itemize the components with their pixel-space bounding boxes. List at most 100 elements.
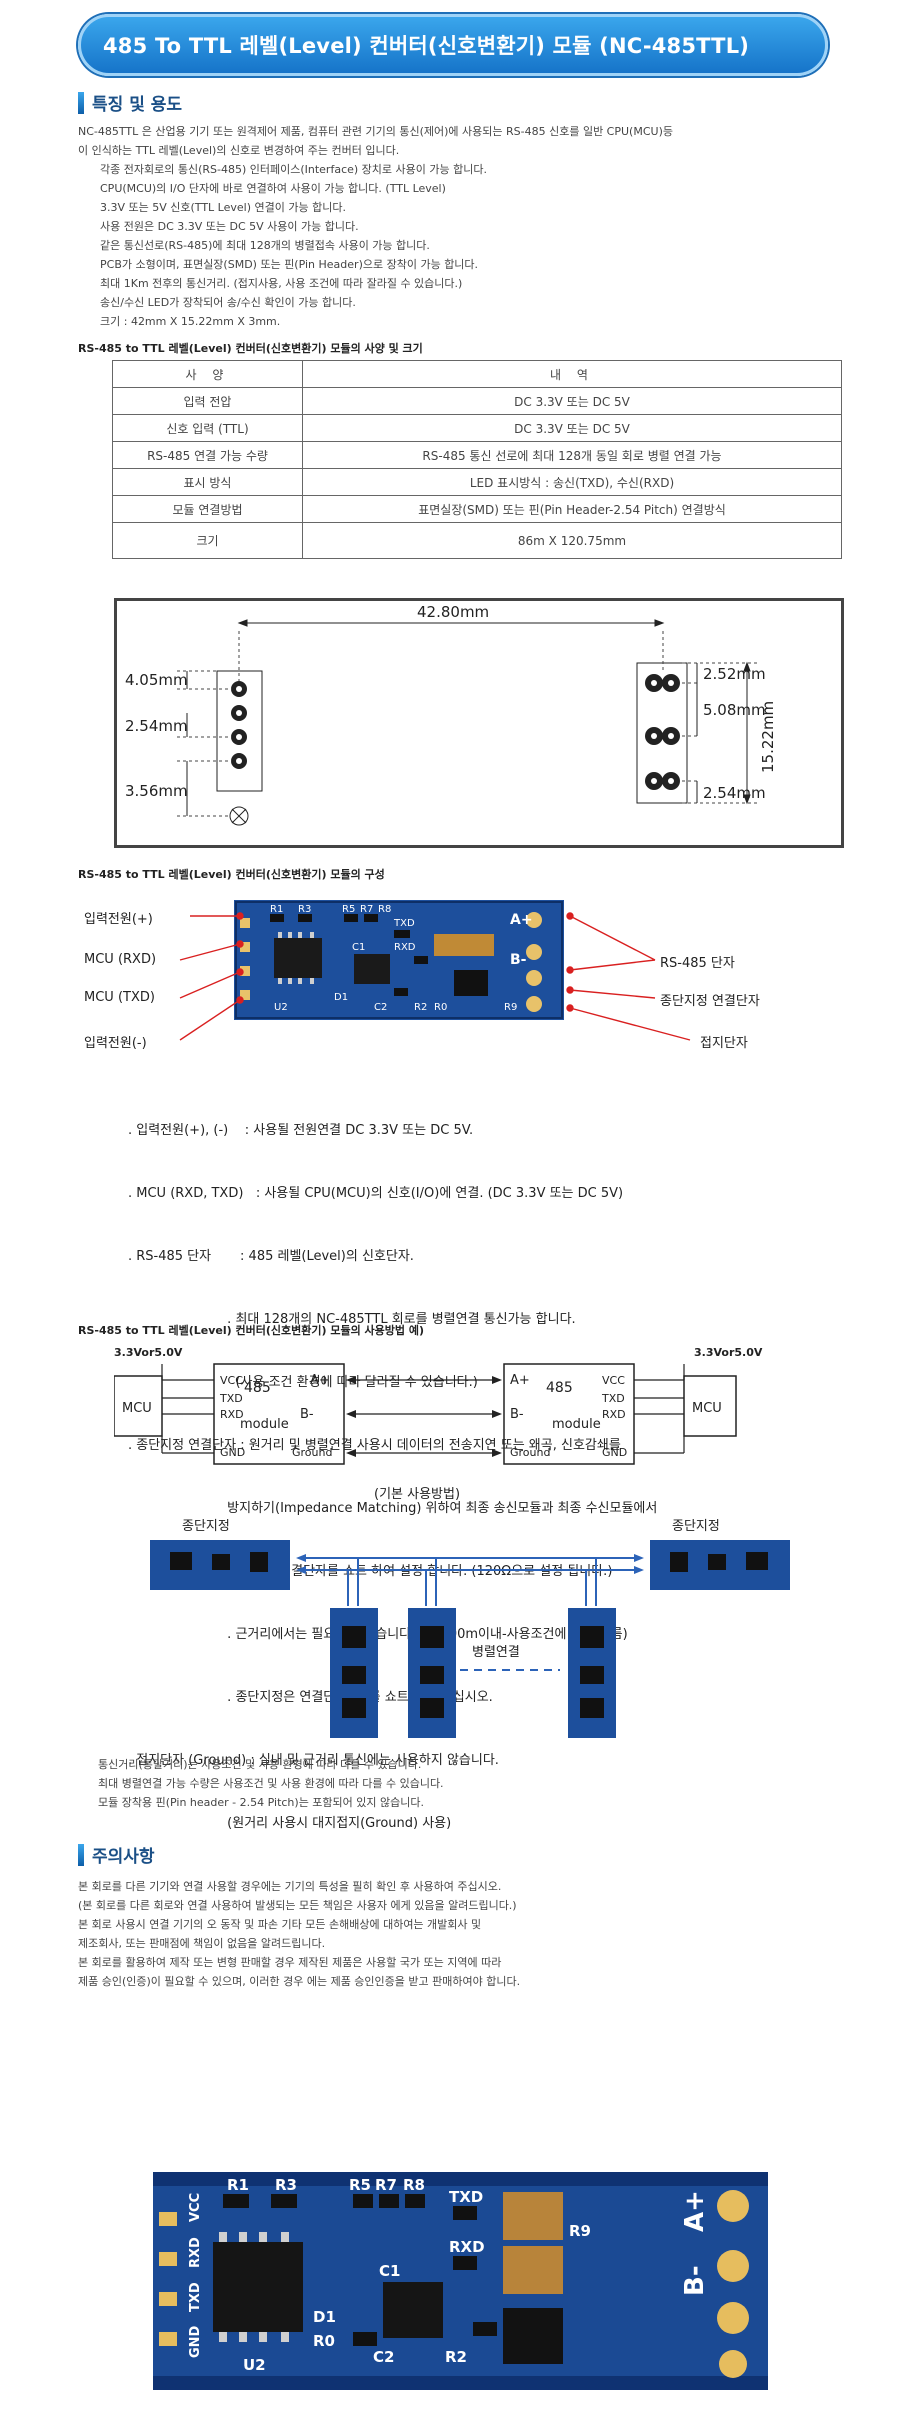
warning-line: 제조회사, 또는 판매점에 책임이 없음을 알려드립니다. [78, 1937, 326, 1950]
capacitor-large [503, 2192, 563, 2240]
page-title: 485 To TTL 레벨(Level) 컨버터(신호변환기) 모듈 (NC-4… [103, 34, 750, 58]
svg-text:A+: A+ [510, 912, 533, 928]
table-cell: LED 표시방식 : 송신(TXD), 수신(RXD) [302, 468, 842, 496]
svg-text:GND: GND [188, 2325, 203, 2358]
svg-text:GND: GND [602, 1446, 627, 1459]
table-cell: DC 3.3V 또는 DC 5V [302, 414, 842, 442]
note-line: . MCU (RXD, TXD) : 사용될 CPU(MCU)의 신호(I/O)… [128, 1186, 624, 1201]
svg-text:R5: R5 [342, 904, 355, 915]
svg-text:R8: R8 [403, 2176, 425, 2194]
usage-caption: RS-485 to TTL 레벨(Level) 컨버터(신호변환기) 모듈의 사… [78, 1324, 424, 1337]
svg-text:B-: B- [510, 952, 527, 968]
left-connector-outline [216, 670, 263, 792]
section-bar-icon [78, 1843, 84, 1866]
note-line: . 접지단자 (Ground) : 실내 및 근거리 통신에는 사용하지 않습니… [128, 1753, 499, 1768]
features-line: 크기 : 42mm X 15.22mm X 3mm. [100, 315, 281, 328]
usage-note: 최대 병렬연결 가능 수량은 사용조건 및 사용 환경에 따라 다를 수 있습니… [98, 1777, 444, 1790]
svg-text:R8: R8 [378, 904, 391, 915]
svg-text:R0: R0 [313, 2332, 335, 2350]
svg-text:C1: C1 [352, 942, 365, 953]
capacitor [464, 934, 494, 956]
spec-caption: RS-485 to TTL 레벨(Level) 컨버터(신호변환기) 모듈의 사… [78, 342, 423, 355]
features-line: 사용 전원은 DC 3.3V 또는 DC 5V 사용이 가능 합니다. [100, 220, 359, 233]
callout-power-plus: 입력전원(+) [84, 912, 153, 927]
mcu-box-left [113, 1375, 163, 1437]
note-line: . 최대 128개의 NC-485TTL 회로를 병렬연결 통신가능 합니다. [128, 1312, 576, 1327]
svg-text:R7: R7 [360, 904, 373, 915]
table-row: 입력 전압 DC 3.3V 또는 DC 5V [112, 387, 842, 415]
svg-text:GND: GND [220, 1446, 245, 1459]
warning-line: 본 회로를 활용하여 제작 또는 변형 판매할 경우 제작된 제품은 사용할 국… [78, 1956, 502, 1969]
svg-text:R2: R2 [414, 1002, 427, 1013]
table-header-row: 사 양 내 역 [112, 360, 842, 388]
svg-text:VCC: VCC [602, 1374, 625, 1387]
parallel-diagram: 종단지정 종단지정 병렬연결 [150, 1519, 790, 1738]
svg-text:TXD: TXD [188, 2282, 203, 2312]
dim-right-top-label: 2.52mm [703, 665, 766, 683]
mcu-box-right [683, 1375, 737, 1437]
svg-text:R0: R0 [434, 1002, 447, 1013]
dim-right-bottom-label: 2.54mm [703, 784, 766, 802]
dim-left-top-label: 4.05mm [125, 671, 188, 689]
svg-text:R2: R2 [445, 2348, 467, 2366]
term-left-label: 종단지정 [182, 1519, 230, 1534]
table-header: 사 양 [112, 360, 303, 388]
features-line: 이 인식하는 TTL 레벨(Level)의 신호로 변경하여 주는 컨버터 입니… [78, 144, 400, 157]
mount-hole-icon [229, 806, 249, 826]
note-line: . RS-485 단자 : 485 레벨(Level)의 신호단자. [128, 1249, 414, 1264]
board-photo: R1 R3 R5 R7 R8 TXD RXD U2 C1 C2 R2 D1 R0… [234, 900, 564, 1020]
dim-left-pitch-label: 2.54mm [125, 717, 188, 735]
voltage-label-left: 3.3Vor5.0V [114, 1346, 183, 1359]
mcu-label-left: MCU [122, 1401, 152, 1416]
table-cell: RS-485 통신 선로에 최대 128개 동일 회로 병렬 연결 가능 [302, 441, 842, 469]
spec-table: 사 양 내 역 입력 전압 DC 3.3V 또는 DC 5V 신호 입력 (TT… [112, 360, 842, 559]
features-text: NC-485TTL 은 산업용 기기 또는 원격제어 제품, 컴퓨터 관련 기기… [78, 122, 878, 331]
callout-mcu-rxd: MCU (RXD) [84, 952, 157, 967]
svg-text:U2: U2 [274, 1002, 288, 1013]
table-cell: 표시 방식 [112, 468, 303, 496]
features-line: CPU(MCU)의 I/O 단자에 바로 연결하여 사용이 가능 합니다. (T… [100, 182, 446, 195]
svg-text:VCC: VCC [220, 1374, 243, 1387]
svg-text:R5: R5 [349, 2176, 371, 2194]
right-connector-outline [636, 662, 688, 804]
svg-text:A+: A+ [310, 1373, 330, 1388]
table-cell: 모듈 연결방법 [112, 495, 303, 523]
capacitor-large [503, 2246, 563, 2294]
svg-text:RXD: RXD [602, 1408, 626, 1421]
table-cell: 표면실장(SMD) 또는 핀(Pin Header-2.54 Pitch) 연결… [302, 495, 842, 523]
dim-height-label: 15.22mm [759, 701, 777, 773]
capacitor [434, 934, 464, 956]
svg-text:TXD: TXD [393, 918, 415, 929]
svg-text:B-: B- [300, 1407, 314, 1422]
tvs-diode-large [503, 2308, 563, 2364]
table-cell: 86m X 120.75mm [302, 522, 842, 559]
dim-width-label: 42.80mm [417, 603, 489, 621]
table-cell: RS-485 연결 가능 수량 [112, 441, 303, 469]
dim-right-mid-label: 5.08mm [703, 701, 766, 719]
table-row: 모듈 연결방법 표면실장(SMD) 또는 핀(Pin Header-2.54 P… [112, 495, 842, 523]
table-row: 신호 입력 (TTL) DC 3.3V 또는 DC 5V [112, 414, 842, 442]
dimension-drawing: 42.80mm 4.05mm 2.54mm 3.56mm 2.52mm 5.08… [114, 598, 844, 848]
section-bar-icon [78, 91, 84, 114]
features-line: PCB가 소형이며, 표면실장(SMD) 또는 핀(Pin Header)으로 … [100, 258, 479, 271]
svg-text:C1: C1 [379, 2262, 400, 2280]
note-line: 방지하기(Impedance Matching) 위하여 최종 송신모듈과 최종… [128, 1501, 658, 1516]
callout-mcu-txd: MCU (TXD) [84, 990, 155, 1005]
usage-notes: 통신거리(통달거리)는 사용조건 및 사용 환경에 따라 다를 수 있습니다. … [98, 1755, 444, 1812]
wiring-caption: (기본 사용방법) [374, 1487, 460, 1502]
dim-left-bottom-label: 3.56mm [125, 782, 188, 800]
svg-text:D1: D1 [313, 2308, 336, 2326]
svg-text:R7: R7 [375, 2176, 397, 2194]
svg-text:A+: A+ [510, 1373, 530, 1388]
section-warning-heading: 주의사항 [78, 1842, 155, 1867]
callout-termination: 종단지정 연결단자 [660, 994, 760, 1009]
svg-text:RXD: RXD [188, 2237, 203, 2268]
features-line: 3.3V 또는 5V 신호(TTL Level) 연결이 가능 합니다. [100, 201, 346, 214]
features-line: 최대 1Km 전후의 통신거리. (접지사용, 사용 조건에 따라 잘라질 수 … [100, 277, 463, 290]
table-cell: DC 3.3V 또는 DC 5V [302, 387, 842, 415]
callout-ground: 접지단자 [700, 1036, 748, 1051]
callout-power-minus: 입력전원(-) [84, 1036, 147, 1051]
ic-chip-large [213, 2242, 303, 2332]
svg-text:module: module [552, 1417, 601, 1432]
svg-text:U2: U2 [243, 2356, 266, 2374]
